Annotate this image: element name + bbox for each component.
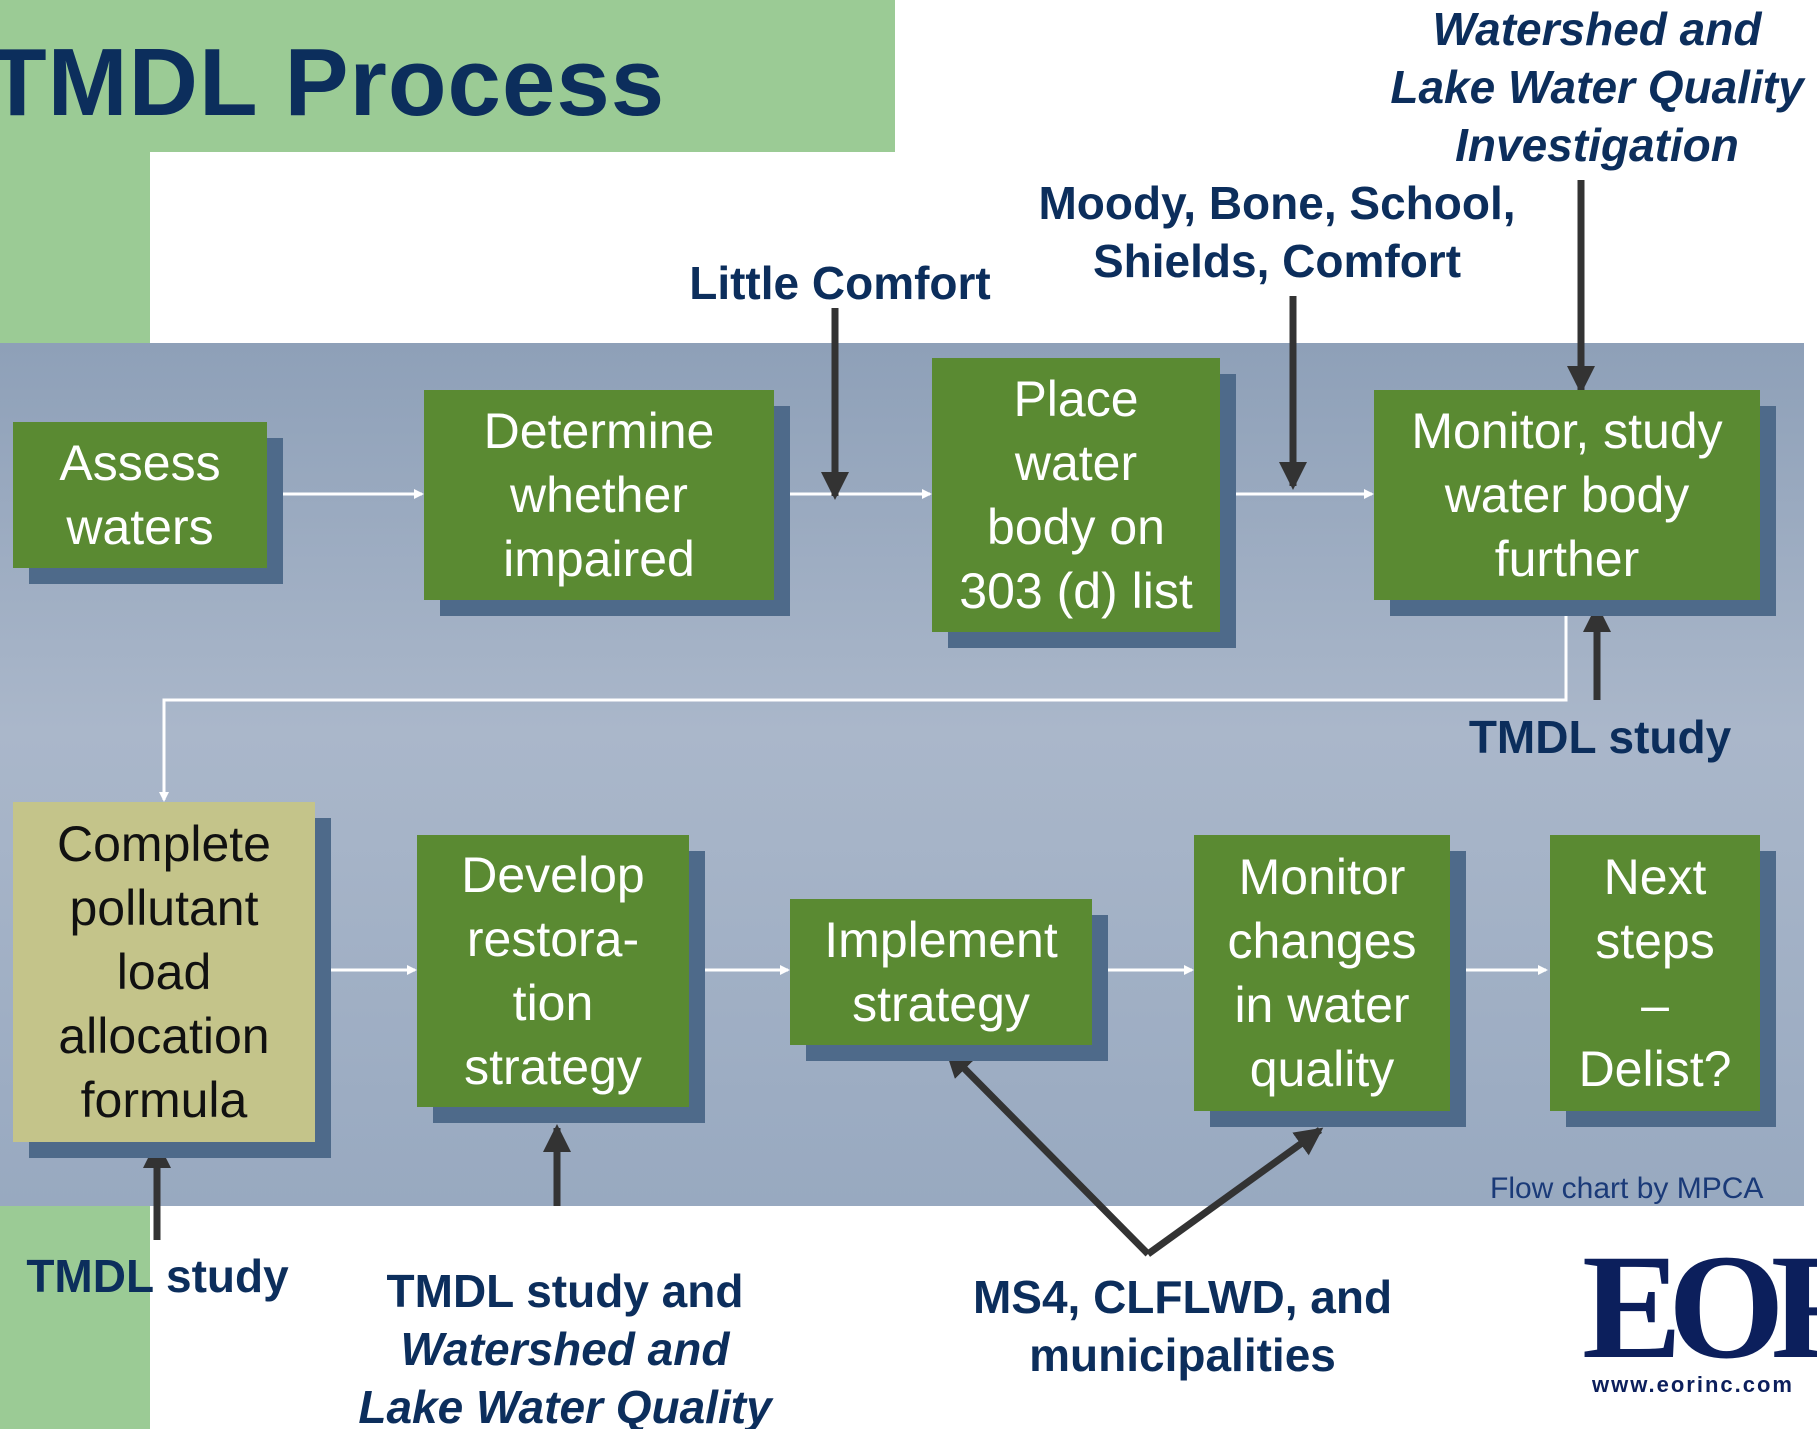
step-complete-allocation: Complete pollutant load allocation formu… (13, 802, 315, 1142)
label-moody-bone-school: Moody, Bone, School, Shields, Comfort (1038, 177, 1516, 287)
step-place-on-list: Place water body on 303 (d) list (932, 358, 1220, 632)
step-determine-impaired: Determine whether impaired (424, 390, 774, 600)
label-ms4: MS4, CLFLWD, and municipalities (972, 1271, 1393, 1381)
label-little-comfort: Little Comfort (689, 257, 991, 309)
step-implement-strategy: Implement strategy (790, 899, 1092, 1045)
label-tmdl-study-right: TMDL study (1468, 711, 1732, 763)
label-tmdl-and-prefix: TMDL study and (386, 1265, 744, 1317)
step-next-steps: Next steps – Delist? (1550, 835, 1760, 1111)
step-assess-waters: Assess waters (13, 422, 267, 568)
step-monitor-study: Monitor, study water body further (1374, 390, 1760, 600)
label-tmdl-and-italic: Watershed and Lake Water Quality Investi… (358, 1323, 772, 1429)
flow-arrow (159, 598, 1568, 802)
page-title: TMDL Process (0, 29, 666, 136)
flowchart-credit: Flow chart by MPCA (1490, 1172, 1764, 1205)
input-arrow (1145, 1127, 1324, 1257)
label-tmdl-study-left: TMDL study (26, 1250, 289, 1302)
label-watershed-investigation: Watershed and Lake Water Quality Investi… (1390, 3, 1804, 171)
eor-logo-url: www.eorinc.com (1591, 1372, 1794, 1397)
eor-logo-mark: EOR (1582, 1224, 1817, 1390)
eor-logo: EOR www.eorinc.com (1582, 1224, 1817, 1397)
step-develop-strategy: Develop restora- tion strategy (417, 835, 689, 1107)
step-monitor-changes: Monitor changes in water quality (1194, 835, 1450, 1111)
input-arrow (945, 1049, 1151, 1257)
